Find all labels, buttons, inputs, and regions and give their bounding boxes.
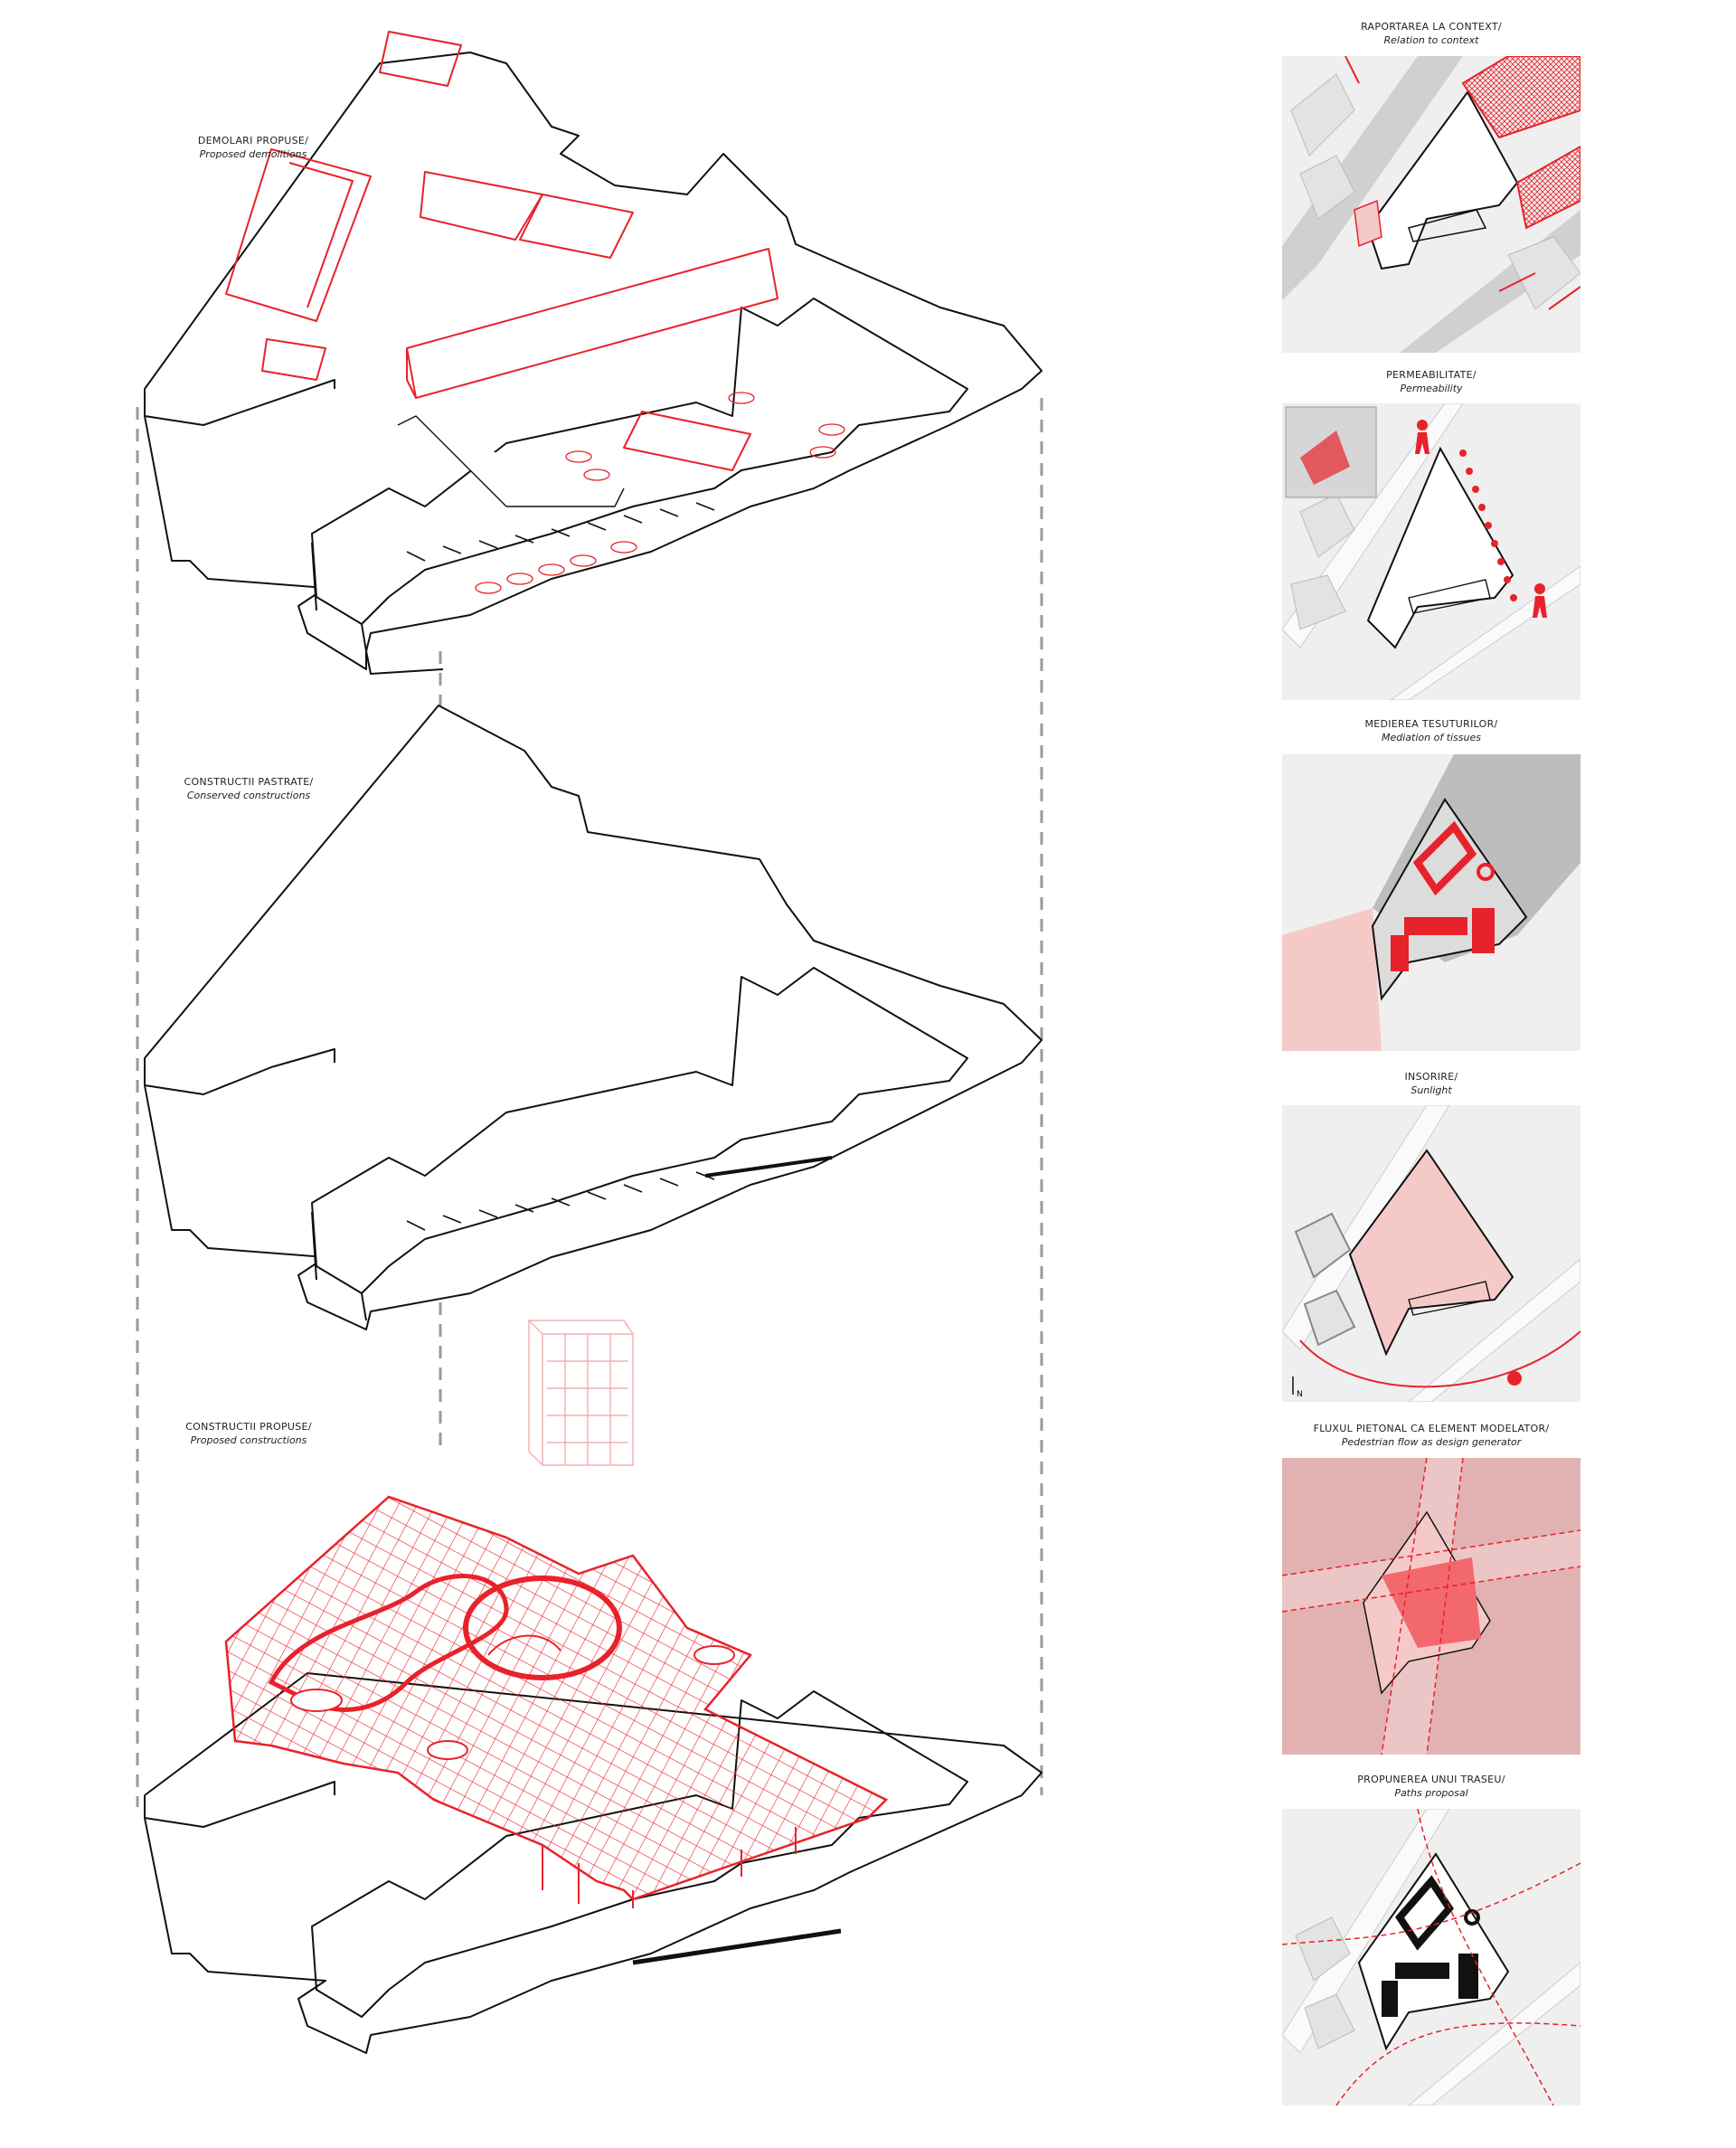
proposed-canopy xyxy=(224,1495,889,1908)
panel-1-heading: RAPORTAREA LA CONTEXT/ xyxy=(1361,21,1502,33)
panel-3-title: MEDIEREA TESUTURILOR/ Mediation of tissu… xyxy=(1273,717,1590,744)
label-demolitions-title: DEMOLARI PROPUSE/ xyxy=(197,135,309,147)
panel-3-subheading: Mediation of tissues xyxy=(1381,732,1481,743)
label-conserved-title: CONSTRUCTII PASTRATE/ xyxy=(184,776,314,788)
panel-5-heading: FLUXUL PIETONAL CA ELEMENT MODELATOR/ xyxy=(1313,1423,1550,1434)
north-arrow-icon: N xyxy=(1292,1377,1303,1399)
sun-icon xyxy=(1507,1371,1522,1386)
permeability-path xyxy=(1459,449,1517,601)
panel-4-subheading: Sunlight xyxy=(1410,1084,1452,1096)
layer-conserved xyxy=(144,705,1043,1330)
panel-5-subheading: Pedestrian flow as design generator xyxy=(1341,1436,1522,1448)
panel-mediation-of-tissues xyxy=(1282,754,1580,1051)
panel-6-title: PROPUNEREA UNUI TRASEU/ Paths proposal xyxy=(1273,1773,1590,1800)
panel-2-heading: PERMEABILITATE/ xyxy=(1386,369,1477,381)
panel-6-heading: PROPUNEREA UNUI TRASEU/ xyxy=(1357,1774,1505,1785)
panel-4-heading: INSORIRE/ xyxy=(1404,1071,1458,1083)
panel-sunlight: N xyxy=(1282,1105,1580,1402)
panel-permeability xyxy=(1282,403,1580,700)
label-demolitions: DEMOLARI PROPUSE/ Proposed demolitions xyxy=(172,134,335,161)
panel-1-title: RAPORTAREA LA CONTEXT/ Relation to conte… xyxy=(1273,20,1590,47)
layer-demolitions xyxy=(144,52,1043,675)
label-proposed: CONSTRUCTII PROPUSE/ Proposed constructi… xyxy=(167,1420,330,1447)
demolished-buildings xyxy=(225,31,845,594)
panel-4-title: INSORIRE/ Sunlight xyxy=(1273,1070,1590,1097)
panel-5-title: FLUXUL PIETONAL CA ELEMENT MODELATOR/ Pe… xyxy=(1273,1422,1590,1449)
panel-6-subheading: Paths proposal xyxy=(1394,1787,1468,1799)
exploded-axonometric xyxy=(136,31,1043,2054)
panel-3-heading: MEDIEREA TESUTURILOR/ xyxy=(1364,718,1498,730)
label-proposed-subtitle: Proposed constructions xyxy=(190,1434,307,1446)
pedestrian-icon xyxy=(1415,420,1547,618)
panel-relation-to-context xyxy=(1282,56,1580,353)
panel-pedestrian-flow xyxy=(1282,1458,1580,1755)
panel-2-subheading: Permeability xyxy=(1400,383,1463,394)
proposed-tower xyxy=(528,1320,634,1466)
label-demolitions-subtitle: Proposed demolitions xyxy=(199,148,307,160)
label-conserved-subtitle: Conserved constructions xyxy=(186,790,311,801)
north-label: N xyxy=(1297,1390,1303,1399)
label-conserved: CONSTRUCTII PASTRATE/ Conserved construc… xyxy=(167,775,330,802)
panel-paths-proposal xyxy=(1282,1809,1580,2105)
label-proposed-title: CONSTRUCTII PROPUSE/ xyxy=(185,1421,312,1433)
panel-1-subheading: Relation to context xyxy=(1383,34,1479,46)
panel-2-title: PERMEABILITATE/ Permeability xyxy=(1273,368,1590,395)
